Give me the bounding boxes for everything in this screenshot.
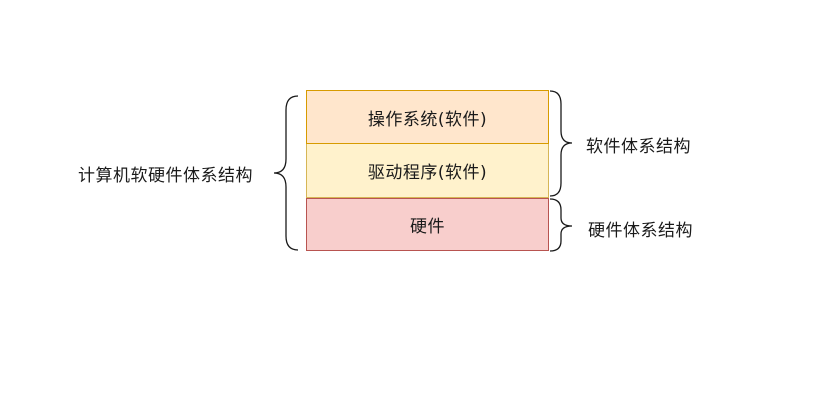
- computer-architecture-label: 计算机软硬件体系结构: [78, 166, 253, 186]
- os-layer-label: 操作系统(软件): [367, 109, 488, 130]
- os-layer-box: 操作系统(软件): [306, 90, 549, 144]
- software-architecture-label: 软件体系结构: [586, 137, 691, 157]
- hardware-architecture-label: 硬件体系结构: [588, 221, 693, 241]
- software-brace: [549, 90, 573, 197]
- hardware-layer-box: 硬件: [306, 198, 549, 251]
- driver-layer-label: 驱动程序(软件): [367, 163, 488, 183]
- hardware-layer-label: 硬件: [410, 217, 445, 237]
- hardware-brace: [549, 198, 573, 252]
- driver-layer-box: 驱动程序(软件): [306, 144, 549, 198]
- left-brace: [273, 95, 299, 251]
